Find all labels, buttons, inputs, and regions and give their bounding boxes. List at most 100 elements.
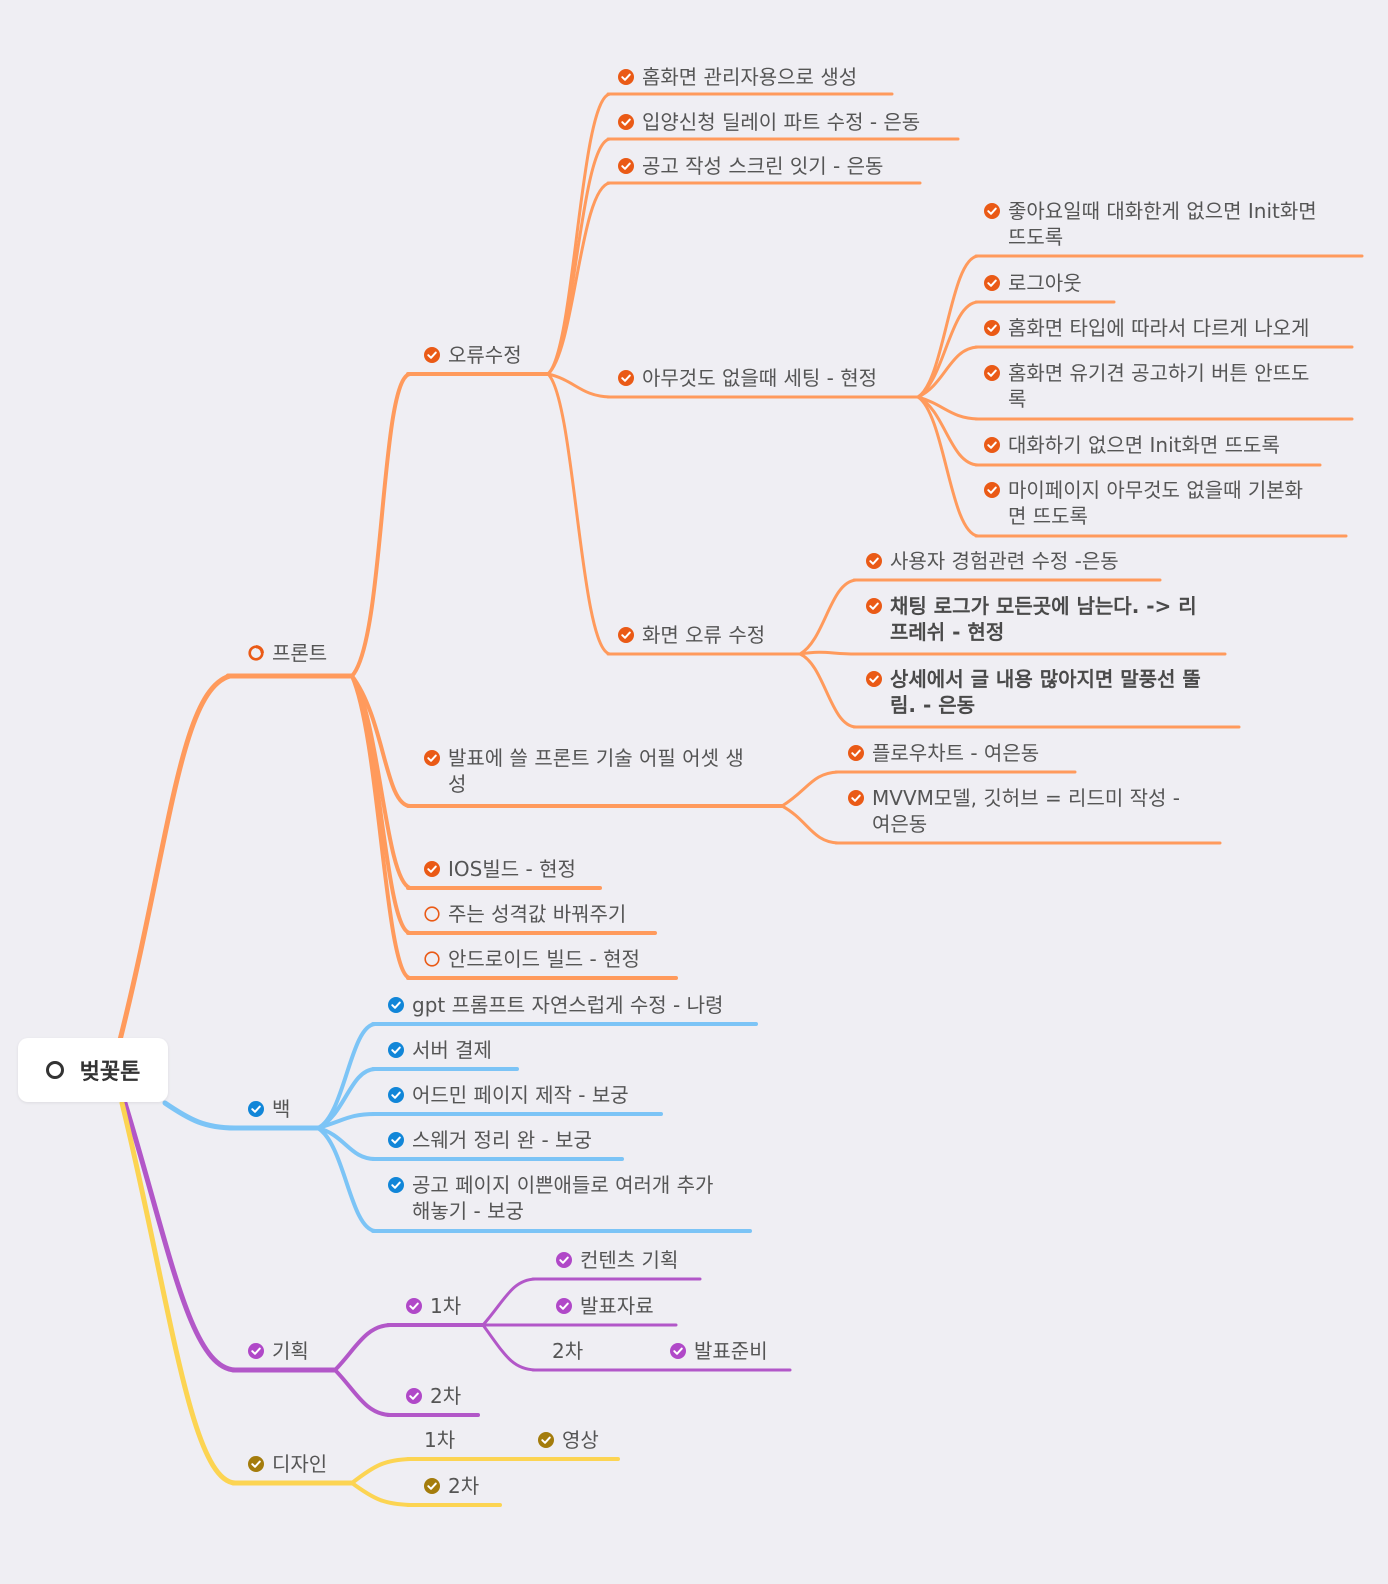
task-done-check-icon[interactable] bbox=[984, 315, 1008, 341]
node-plan[interactable]: 기획 bbox=[248, 1338, 309, 1364]
node-label: 1차 bbox=[430, 1293, 461, 1319]
node-p1c[interactable]: 2차 bbox=[552, 1338, 583, 1364]
task-done-check-icon[interactable] bbox=[866, 666, 890, 692]
task-done-check-icon[interactable] bbox=[670, 1338, 694, 1364]
node-label: 주는 성격값 바꿔주기 bbox=[448, 901, 626, 927]
node-p1[interactable]: 1차 bbox=[406, 1293, 461, 1319]
node-d1[interactable]: 1차 bbox=[424, 1427, 455, 1453]
task-done-check-icon[interactable] bbox=[248, 1451, 272, 1477]
node-e1[interactable]: 홈화면 관리자용으로 생성 bbox=[618, 64, 857, 90]
node-b1[interactable]: gpt 프롬프트 자연스럽게 수정 - 나령 bbox=[388, 992, 723, 1018]
node-b4[interactable]: 스웨거 정리 완 - 보궁 bbox=[388, 1127, 592, 1153]
pres-lines bbox=[780, 770, 1222, 845]
task-done-check-icon[interactable] bbox=[424, 342, 448, 368]
node-ios[interactable]: IOS빌드 - 현정 bbox=[424, 856, 576, 882]
node-d2[interactable]: 2차 bbox=[424, 1473, 479, 1499]
node-android[interactable]: 안드로이드 빌드 - 현정 bbox=[424, 946, 640, 972]
node-e5[interactable]: 화면 오류 수정 bbox=[618, 622, 765, 648]
task-todo-circle-icon[interactable] bbox=[424, 946, 448, 972]
node-label-line: 발표준비 bbox=[694, 1339, 768, 1363]
task-done-check-icon[interactable] bbox=[866, 548, 890, 574]
node-label-line: 성 bbox=[448, 772, 467, 796]
task-done-check-icon[interactable] bbox=[556, 1293, 580, 1319]
node-label: 안드로이드 빌드 - 현정 bbox=[448, 946, 640, 972]
node-e2[interactable]: 입양신청 딜레이 파트 수정 - 은동 bbox=[618, 109, 920, 135]
node-label: 발표준비 bbox=[694, 1338, 768, 1364]
root-ring-icon bbox=[45, 1061, 64, 1079]
e4-lines bbox=[916, 254, 1364, 538]
task-done-check-icon[interactable] bbox=[424, 856, 448, 882]
root-node[interactable]: 벚꽃톤 bbox=[18, 1038, 168, 1102]
task-done-check-icon[interactable] bbox=[984, 198, 1008, 224]
node-label: 서버 결제 bbox=[412, 1037, 492, 1063]
node-d1a[interactable]: 영상 bbox=[538, 1427, 599, 1453]
task-done-check-icon[interactable] bbox=[556, 1247, 580, 1273]
task-done-check-icon[interactable] bbox=[984, 270, 1008, 296]
node-label-line: 프론트 bbox=[272, 641, 328, 665]
task-done-check-icon[interactable] bbox=[424, 745, 448, 771]
task-done-check-icon[interactable] bbox=[866, 593, 890, 619]
task-done-check-icon[interactable] bbox=[538, 1427, 562, 1453]
task-done-check-icon[interactable] bbox=[406, 1293, 430, 1319]
node-pa[interactable]: 플로우차트 - 여은동 bbox=[848, 740, 1039, 766]
task-done-check-icon[interactable] bbox=[248, 1096, 272, 1122]
node-label-line: 서버 결제 bbox=[412, 1038, 492, 1062]
node-persona[interactable]: 주는 성격값 바꿔주기 bbox=[424, 901, 626, 927]
task-done-check-icon[interactable] bbox=[848, 785, 872, 811]
task-done-check-icon[interactable] bbox=[618, 622, 642, 648]
task-done-check-icon[interactable] bbox=[984, 432, 1008, 458]
task-done-check-icon[interactable] bbox=[388, 1127, 412, 1153]
node-e4b[interactable]: 로그아웃 bbox=[984, 270, 1082, 296]
task-done-check-icon[interactable] bbox=[618, 365, 642, 391]
task-done-check-icon[interactable] bbox=[388, 992, 412, 1018]
node-e4[interactable]: 아무것도 없을때 세팅 - 현정 bbox=[618, 365, 877, 391]
node-design[interactable]: 디자인 bbox=[248, 1451, 327, 1477]
node-p1c1[interactable]: 발표준비 bbox=[670, 1338, 768, 1364]
node-errfix[interactable]: 오류수정 bbox=[424, 342, 522, 368]
task-done-check-icon[interactable] bbox=[406, 1383, 430, 1409]
node-e4c[interactable]: 홈화면 타입에 따라서 다르게 나오게 bbox=[984, 315, 1309, 341]
node-label-line: 공고 페이지 이쁜애들로 여러개 추가 bbox=[412, 1173, 714, 1197]
node-label-line: 림. - 은동 bbox=[890, 693, 976, 717]
node-label-line: 2차 bbox=[430, 1384, 462, 1408]
node-b3[interactable]: 어드민 페이지 제작 - 보궁 bbox=[388, 1082, 629, 1108]
task-done-check-icon[interactable] bbox=[388, 1172, 412, 1198]
node-b2[interactable]: 서버 결제 bbox=[388, 1037, 492, 1063]
task-done-check-icon[interactable] bbox=[984, 477, 1008, 503]
task-done-check-icon[interactable] bbox=[248, 1338, 272, 1364]
task-done-check-icon[interactable] bbox=[388, 1082, 412, 1108]
task-done-check-icon[interactable] bbox=[388, 1037, 412, 1063]
e5-lines bbox=[798, 578, 1241, 729]
node-e5a[interactable]: 사용자 경험관련 수정 -은동 bbox=[866, 548, 1119, 574]
node-pb[interactable]: MVVM모델, 깃허브 = 리드미 작성 -여은동 bbox=[848, 785, 1180, 837]
node-label-line: 2차 bbox=[448, 1474, 480, 1498]
node-front[interactable]: 프론트 bbox=[248, 640, 327, 666]
front-branch-lines bbox=[117, 673, 355, 1043]
node-p2[interactable]: 2차 bbox=[406, 1383, 461, 1409]
task-progress-icon[interactable] bbox=[248, 640, 272, 666]
node-e3[interactable]: 공고 작성 스크린 잇기 - 은동 bbox=[618, 153, 883, 179]
task-done-check-icon[interactable] bbox=[848, 740, 872, 766]
node-e4e[interactable]: 대화하기 없으면 Init화면 뜨도록 bbox=[984, 432, 1280, 458]
task-done-check-icon[interactable] bbox=[618, 109, 642, 135]
node-p1a[interactable]: 컨텐츠 기획 bbox=[556, 1247, 678, 1273]
node-label: 2차 bbox=[448, 1473, 479, 1499]
task-done-check-icon[interactable] bbox=[618, 153, 642, 179]
task-done-check-icon[interactable] bbox=[984, 360, 1008, 386]
node-p1b[interactable]: 발표자료 bbox=[556, 1293, 654, 1319]
task-done-check-icon[interactable] bbox=[618, 64, 642, 90]
node-label-line: 기획 bbox=[272, 1339, 309, 1363]
node-back[interactable]: 백 bbox=[248, 1096, 290, 1122]
task-done-check-icon[interactable] bbox=[424, 1473, 448, 1499]
task-todo-circle-icon[interactable] bbox=[424, 901, 448, 927]
node-label: 백 bbox=[272, 1096, 290, 1122]
